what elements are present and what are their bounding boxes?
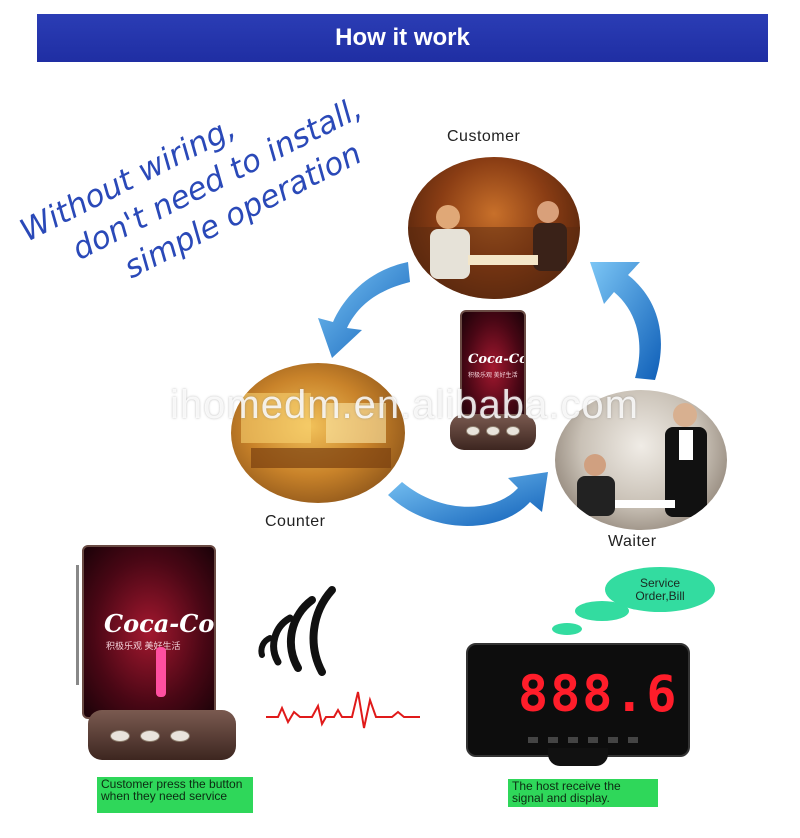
- large-pager-device: Coca-Cola 积极乐观 美好生活: [76, 545, 236, 760]
- cycle-arrow-icon: [590, 262, 661, 380]
- page-title: How it work: [335, 24, 470, 51]
- display-stand: [548, 748, 608, 766]
- pager-screen: Coca-Cola 积极乐观 美好生活: [460, 310, 526, 426]
- pager-button: [506, 426, 520, 436]
- pager-button: [140, 730, 160, 742]
- pager-button: [486, 426, 500, 436]
- watermark: ihomedm.en.alibaba.com: [170, 383, 639, 427]
- bottle-graphic: [156, 647, 166, 697]
- large-pager-base: [88, 710, 236, 760]
- pager-button: [170, 730, 190, 742]
- signal-waves-icon: [258, 586, 336, 676]
- caption-customer: Customer press the button when they need…: [97, 777, 253, 813]
- bubble-line-2: Order,Bill: [635, 588, 685, 603]
- cycle-arrow-icon: [318, 262, 410, 358]
- caption-host: The host receive the signal and display.: [508, 779, 658, 807]
- display-keys: [528, 737, 648, 743]
- display-digits: 888.6: [518, 665, 679, 723]
- waiter-scene-image: [555, 390, 727, 530]
- host-display-device: 888.6: [466, 643, 690, 757]
- cycle-arrow-icon: [388, 472, 548, 526]
- heartbeat-signal-icon: [266, 691, 420, 729]
- customer-scene-image: [408, 157, 580, 299]
- pager-button: [466, 426, 480, 436]
- thought-bubble: Service Order,Bill: [605, 567, 715, 612]
- bubble-line-1: Service: [639, 575, 680, 590]
- pager-antenna: [76, 565, 79, 685]
- pager-brand: Coca-Cola: [468, 352, 524, 367]
- title-banner: How it work: [37, 14, 768, 62]
- pager-button: [110, 730, 130, 742]
- large-pager-brand: Coca-Cola: [104, 609, 215, 638]
- center-pager-device: Coca-Cola 积极乐观 美好生活: [448, 310, 540, 450]
- counter-scene-image: [231, 363, 405, 503]
- pager-base: [450, 414, 536, 450]
- large-pager-cn-text: 积极乐观 美好生活: [106, 641, 181, 651]
- waiter-label: Waiter: [608, 533, 657, 550]
- customer-label: Customer: [447, 128, 521, 145]
- counter-label: Counter: [265, 513, 326, 530]
- thought-bubble-medium: [575, 601, 629, 621]
- pager-cn-text: 积极乐观 美好生活: [468, 373, 518, 379]
- thought-bubble-small: [552, 623, 582, 635]
